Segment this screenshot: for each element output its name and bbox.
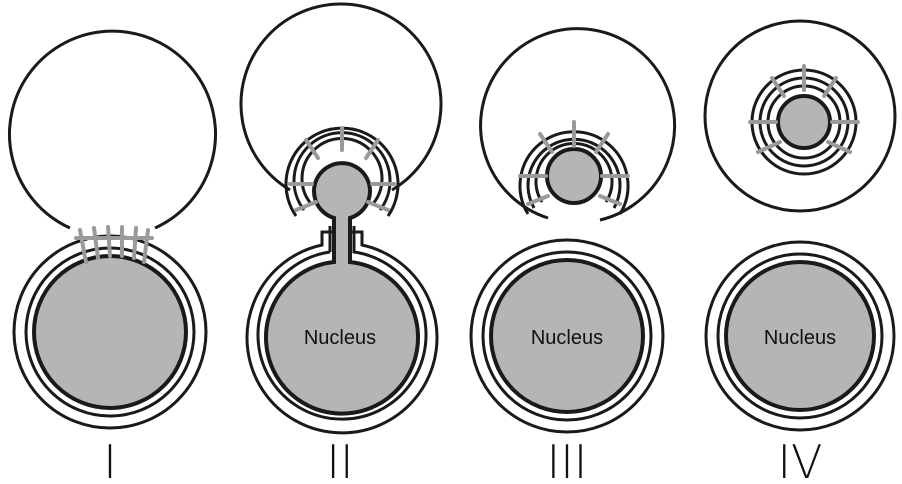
stage-3-panel: Nucleus III [471,29,675,484]
stage-1-nucleus [34,256,186,408]
stage-3-particle [547,149,601,203]
stage-3-nucleus-label: Nucleus [531,327,603,349]
stage-1-vesicle [10,31,216,228]
stage-4-panel: Nucleus IV [705,21,895,484]
stage-2-nucleus-label: Nucleus [304,327,376,349]
stage-4-particle [778,96,830,148]
stage-3-numeral: III [547,435,588,484]
stage-2-numeral: II [326,435,353,484]
stage-4-nucleus-label: Nucleus [764,327,836,349]
stage-4-numeral: IV [777,435,822,484]
stage-2-panel: Nucleus II [241,4,441,484]
stage-1-numeral: I [103,435,117,484]
stage-1-panel: I [10,31,216,484]
